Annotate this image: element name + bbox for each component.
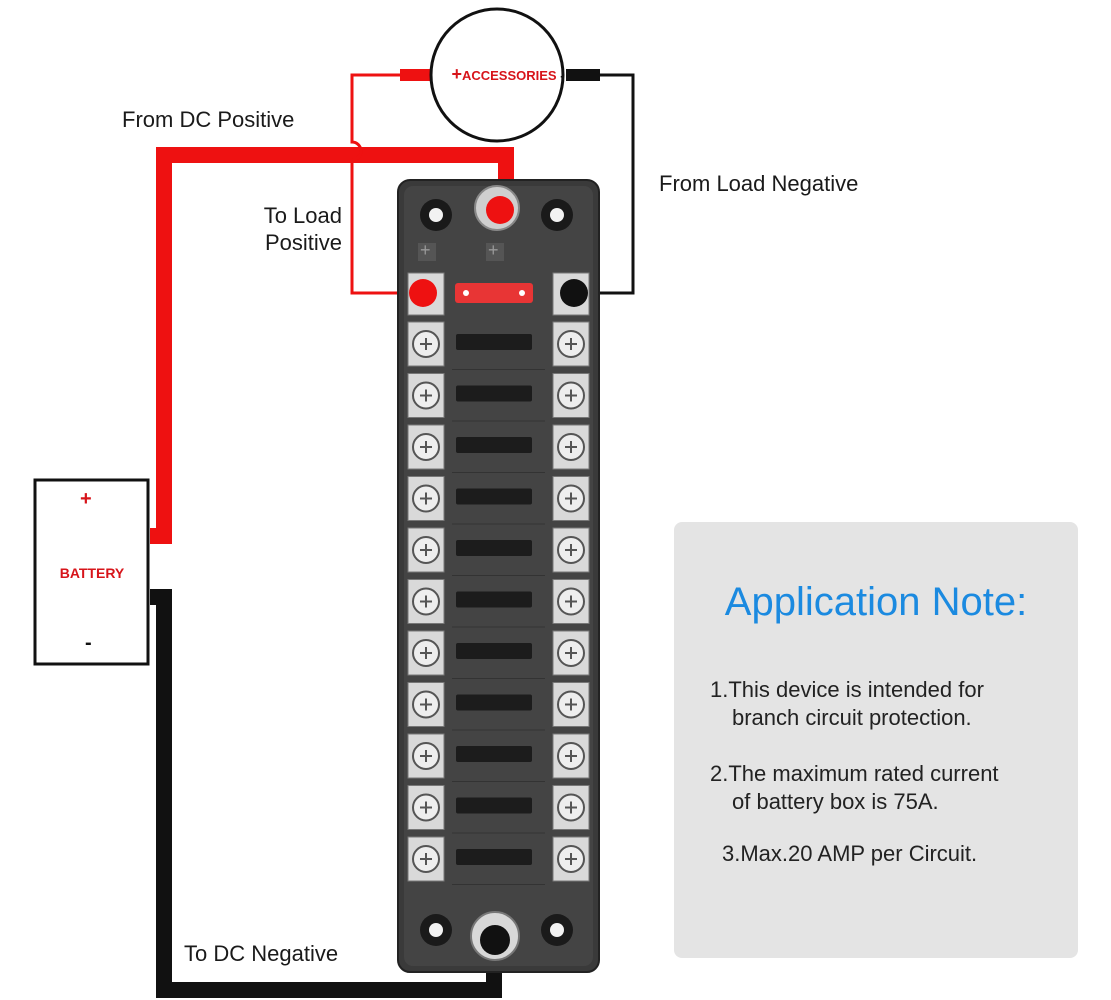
battery-plus: + — [80, 488, 92, 510]
note-item-2-line2: of battery box is 75A. — [732, 789, 939, 814]
accessories-label: +ACCESSORIES - — [434, 64, 582, 85]
fuse-slot — [456, 849, 532, 865]
fuse-slot — [456, 746, 532, 762]
fuse-slot — [456, 694, 532, 711]
label-from-dc-positive: From DC Positive — [122, 107, 295, 132]
dc-positive-wire — [150, 147, 514, 544]
screw-slot — [565, 595, 577, 608]
note-item-1: 1.This device is intended for branch cir… — [710, 676, 984, 732]
accessory-negative-lead — [566, 69, 600, 81]
accessories-text: ACCESSORIES — [461, 68, 557, 83]
screw-slot — [420, 698, 432, 711]
screw-slot — [420, 853, 432, 865]
load-positive-wire — [350, 73, 420, 295]
screw-slot — [565, 647, 577, 659]
dc-negative-wire — [150, 589, 502, 998]
screw-slot — [565, 698, 577, 711]
screw-slot — [420, 750, 432, 762]
screw-slot — [565, 750, 577, 762]
note-item-2-line1: 2.The maximum rated current — [710, 761, 999, 786]
screw-slot — [565, 801, 577, 814]
screw-slot — [565, 544, 577, 556]
screw-slot — [420, 441, 432, 453]
screw-slot — [420, 544, 432, 556]
label-to-load-positive-line2: Positive — [264, 230, 342, 255]
label-to-load-positive-line1: To Load — [263, 203, 342, 228]
fuse-slot — [456, 488, 532, 505]
screw-slot — [420, 647, 432, 659]
screw-slot — [565, 441, 577, 453]
note-item-1-line1: 1.This device is intended for — [710, 677, 984, 702]
fuse-slot — [456, 437, 532, 453]
load-positive-terminal — [409, 279, 437, 307]
fuse-slot — [456, 334, 532, 350]
label-from-load-negative: From Load Negative — [659, 171, 859, 196]
screw-slot — [420, 801, 432, 814]
accessory-positive-lead — [400, 69, 433, 81]
screw-slot — [420, 595, 432, 608]
fuse-block — [397, 179, 600, 973]
label-to-dc-negative: To DC Negative — [184, 941, 339, 966]
screw-slot — [420, 338, 432, 350]
indicator-fuse — [455, 283, 533, 303]
load-negative-terminal — [560, 279, 588, 307]
screw-slot — [420, 492, 432, 505]
fuse-slot — [456, 540, 532, 556]
fuse-slot — [456, 385, 532, 402]
terminal-plus-mark: + — [488, 240, 499, 260]
fuse-slot — [456, 643, 532, 659]
screw-slot — [420, 389, 432, 402]
application-note-title: Application Note: — [724, 580, 1028, 624]
application-note-panel: Application Note: 1.This device is inten… — [674, 522, 1078, 958]
accessories-load — [429, 7, 565, 143]
note-item-3: 3.Max.20 AMP per Circuit. — [722, 840, 977, 868]
note-item-3-line1: 3.Max.20 AMP per Circuit. — [722, 841, 978, 866]
note-item-1-line2: branch circuit protection. — [732, 705, 972, 730]
screw-slot — [565, 853, 577, 865]
fuse-slot — [456, 797, 532, 814]
accessories-minus: - — [560, 68, 565, 83]
screw-slot — [565, 492, 577, 505]
battery-minus: - — [85, 632, 92, 654]
terminal-plus-mark: + — [420, 240, 431, 260]
battery — [33, 478, 150, 666]
load-negative-wire — [575, 73, 635, 295]
fuse-slot — [456, 591, 532, 608]
note-item-2: 2.The maximum rated current of battery b… — [710, 760, 999, 816]
screw-slot — [565, 389, 577, 402]
label-to-load-positive: To Load Positive — [220, 202, 342, 256]
accessories-plus: + — [451, 64, 462, 84]
screw-slot — [565, 338, 577, 350]
battery-label: BATTERY — [59, 565, 125, 581]
